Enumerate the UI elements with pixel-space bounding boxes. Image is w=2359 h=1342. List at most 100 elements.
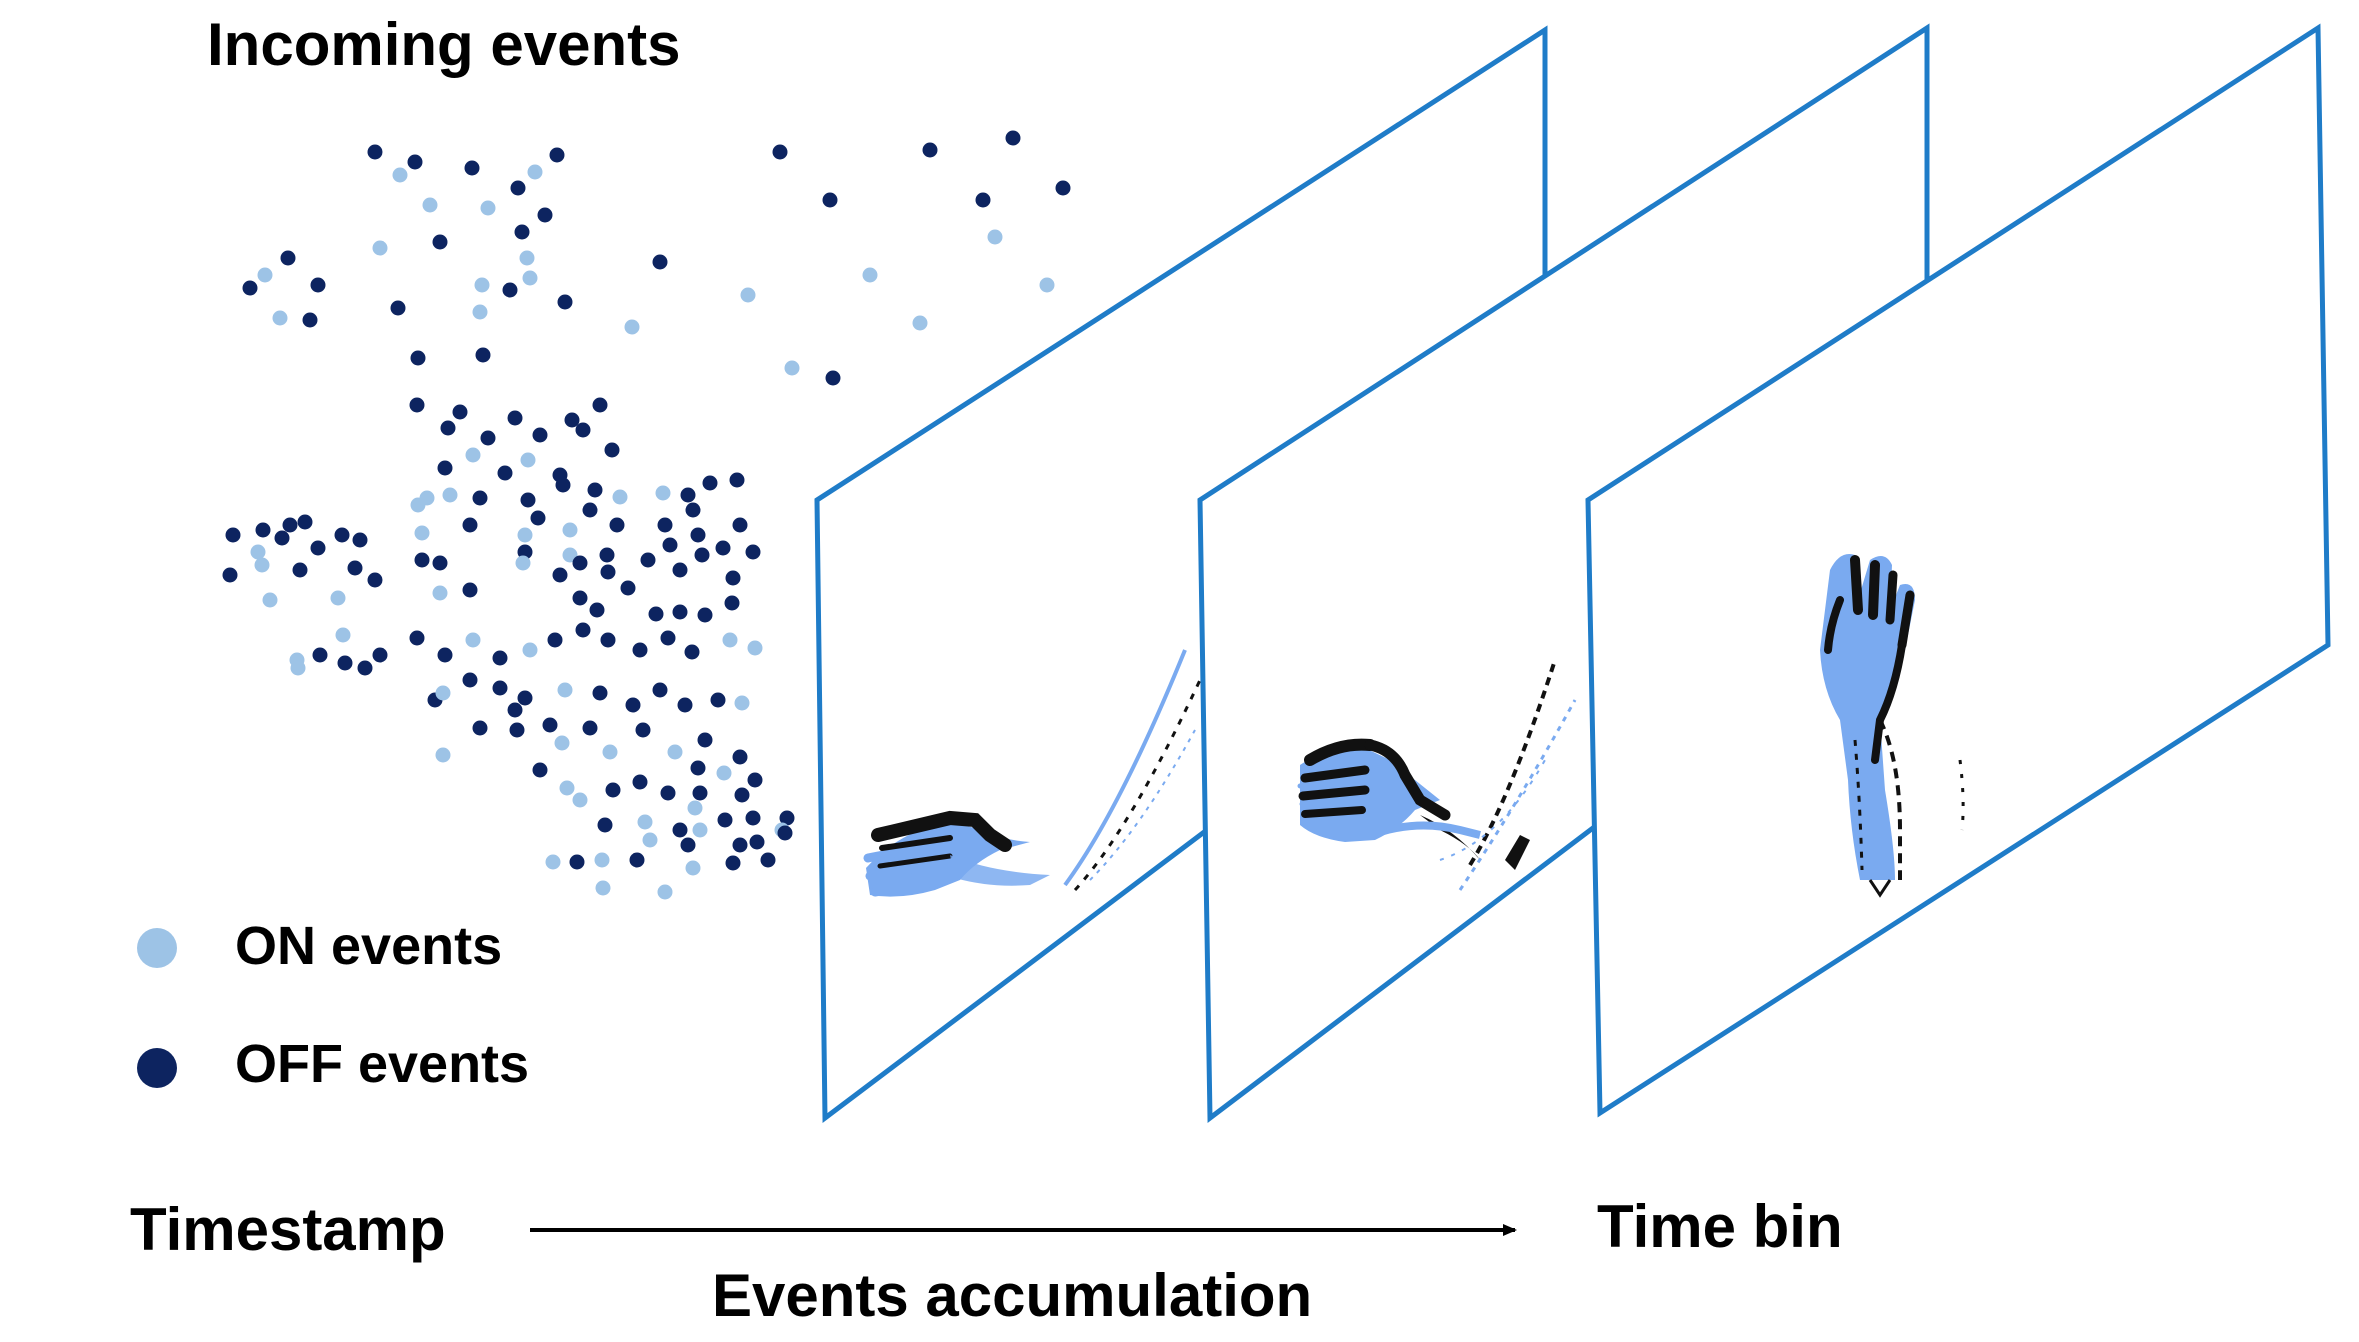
on-event-dot [562,522,578,538]
off-event-dot [492,650,508,666]
off-event-dot [492,680,508,696]
bottom-axis: Timestamp Time bin Events accumulation [130,1193,1843,1329]
on-event-dot [595,880,611,896]
off-event-dot [715,540,731,556]
frame-3-border-fill [1588,28,2328,1113]
frame-1-hand-event-image [863,649,1202,897]
frame-2-hand-event-image [1297,659,1577,891]
on-event-dot [612,489,628,505]
on-event-dot [372,240,388,256]
off-event-dot [569,854,585,870]
off-event-dot [472,490,488,506]
on-event-dot [517,527,533,543]
off-event-dot [414,552,430,568]
on-event-dot [740,287,756,303]
on-event-dot [257,267,273,283]
off-event-dot [347,560,363,576]
on-event-dot [912,315,928,331]
on-event-dot [335,627,351,643]
off-event-dot [729,472,745,488]
on-event-dot [637,814,653,830]
on-event-dot [657,884,673,900]
off-event-dot [772,144,788,160]
off-event-dot [582,720,598,736]
off-event-dot [242,280,258,296]
off-event-dot [514,224,530,240]
on-event-dot [435,685,451,701]
on-event-dot [465,447,481,463]
on-event-dot [987,229,1003,245]
off-event-dot [255,522,271,538]
off-event-dot [372,647,388,663]
off-event-dot [274,530,290,546]
off-event-dot [462,517,478,533]
off-event-dot [677,697,693,713]
off-event-dot [975,192,991,208]
on-event-dot [410,497,426,513]
on-event-dot [522,642,538,658]
on-event-dot [414,525,430,541]
off-event-dot [749,834,765,850]
on-event-dot [602,744,618,760]
on-event-dot [254,557,270,573]
off-event-dot [587,482,603,498]
off-event-dot [605,782,621,798]
on-event-dot [624,319,640,335]
off-event-dot [604,442,620,458]
off-event-dot [599,547,615,563]
on-event-dot [1039,277,1055,293]
off-event-dot [660,630,676,646]
on-event-dot [250,544,266,560]
off-event-dot [732,749,748,765]
off-event-dot [507,702,523,718]
timestamp-label: Timestamp [130,1196,446,1263]
frame-3-hand-event-image [1820,554,1965,898]
on-event-dot [687,800,703,816]
off-event-dot [690,527,706,543]
on-event-dot [734,695,750,711]
event-dots-cloud [222,130,1071,900]
off-event-dot [652,254,668,270]
legend: ON events OFF events [137,916,529,1094]
on-event-dot [465,632,481,648]
frame-2-border-fill [1200,28,1927,1118]
off-event-dot [609,517,625,533]
off-event-dot [592,397,608,413]
off-event-dot [292,562,308,578]
off-event-dot [507,410,523,426]
off-event-dot [510,180,526,196]
off-event-dot [564,412,580,428]
off-event-dot [745,544,761,560]
off-event-dot [352,532,368,548]
off-event-dot [532,762,548,778]
off-event-dot [480,430,496,446]
off-event-dot [632,774,648,790]
off-event-dot [657,517,673,533]
off-event-dot [589,602,605,618]
on-event-dot [520,452,536,468]
off-event-dot [502,282,518,298]
off-event-dot [629,852,645,868]
off-event-dot [310,540,326,556]
off-event-dot [297,514,313,530]
off-event-dot [732,837,748,853]
on-event-dot [545,854,561,870]
off-event-dot [409,630,425,646]
off-event-dot [640,552,656,568]
on-event-dot [435,747,451,763]
on-event-dot [272,310,288,326]
off-event-dot [530,510,546,526]
on-event-dot [784,360,800,376]
on-events-legend-label: ON events [235,916,502,976]
off-event-dot [697,732,713,748]
on-event-dot [527,164,543,180]
events-accumulation-label: Events accumulation [712,1262,1312,1329]
off-event-dot [1005,130,1021,146]
off-event-dot [710,692,726,708]
on-event-dot [862,267,878,283]
off-event-dot [367,572,383,588]
off-event-dot [632,642,648,658]
on-event-dot [392,167,408,183]
on-event-dot [692,822,708,838]
off-event-dot [517,690,533,706]
